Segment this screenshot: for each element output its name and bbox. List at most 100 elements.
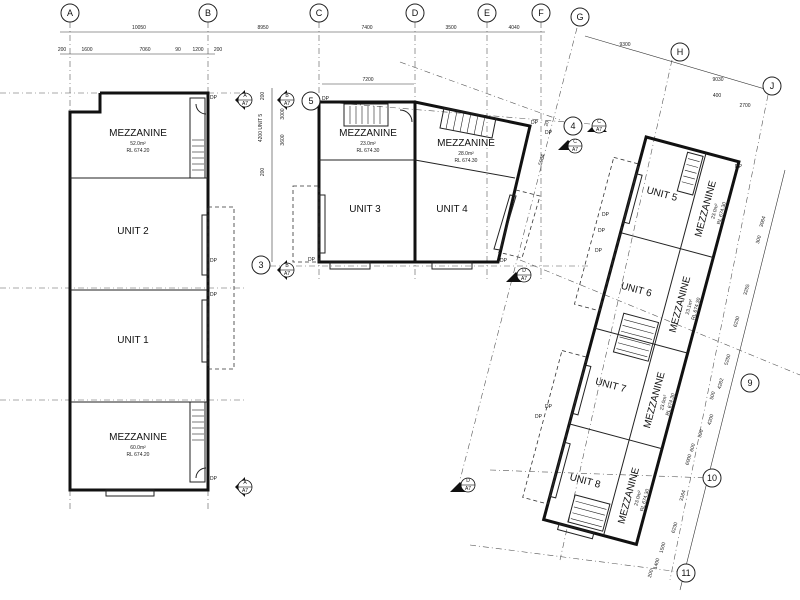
dim-label: 200 — [260, 168, 266, 177]
stair-bottom — [192, 409, 204, 441]
dim-label: 4262 — [717, 377, 726, 390]
dp-label: DP — [308, 257, 316, 263]
dim-label: 7400 — [361, 25, 372, 31]
room-area-mezzanine-unit-7: 23.0m² — [659, 394, 669, 411]
room-area-mezzanine-unit-4: 28.0m² — [458, 151, 474, 157]
svg-text:B: B — [285, 93, 289, 99]
dim-label: 500 — [709, 391, 717, 401]
svg-text:A7: A7 — [242, 488, 248, 494]
dim-label: 6230 — [733, 315, 742, 328]
dim-label: 20 — [543, 120, 550, 127]
dim-label: 9300 — [619, 42, 630, 48]
dim-label: 1500 — [659, 541, 668, 554]
dim-label: 4200 UNIT 5 — [258, 114, 264, 142]
room-title-unit-1: UNIT 1 — [117, 335, 149, 346]
building-middle: MEZZANINE 23.0m² RL 674.30 UNIT 3 MEZZAN… — [292, 96, 541, 270]
room-area-mezzanine-unit-6: 23.1m² — [685, 298, 695, 315]
svg-text:A7: A7 — [242, 101, 248, 107]
dim-label: 200 — [58, 47, 67, 53]
svg-text:A7: A7 — [521, 276, 527, 282]
dim-label: 200 — [260, 92, 266, 101]
grid-bubble-4: 4 — [570, 121, 575, 131]
grid-bubble-10: 10 — [707, 473, 717, 483]
room-title-unit-2: UNIT 2 — [117, 226, 149, 237]
svg-text:A7: A7 — [596, 127, 602, 133]
grid-bubble-3: 3 — [258, 260, 263, 270]
room-area-mezzanine-unit-3: 23.0m² — [360, 141, 376, 147]
room-title-mezzanine-unit-4: MEZZANINE — [437, 138, 495, 149]
grid-bubble-5: 5 — [308, 96, 313, 106]
room-title-unit-8: UNIT 8 — [568, 472, 602, 491]
svg-text:D: D — [466, 478, 470, 484]
room-rl-mezzanine-unit-3: RL 674.30 — [357, 148, 380, 154]
room-rl-mezzanine-unit-4: RL 674.30 — [455, 158, 478, 164]
section-marker-b-bottom: B A7 — [277, 260, 295, 280]
dp-label: DP — [210, 476, 218, 482]
stair-unit-3 — [349, 106, 381, 124]
room-rl-mezzanine-top: RL 674.20 — [127, 148, 150, 154]
dp-labels-right: DP DP DP DP DP DP DP — [535, 130, 743, 420]
dim-label: 600 — [689, 443, 697, 453]
dim-label: 1200 — [192, 47, 203, 53]
grid-bubble-f: F — [538, 8, 544, 18]
dim-label: 7060 — [139, 47, 150, 53]
room-area-mezzanine-bottom: 60.0m² — [130, 445, 146, 451]
section-marker-d-bottom: D A7 — [450, 477, 476, 493]
dim-label: 300 — [755, 235, 763, 245]
grid-bubble-9: 9 — [747, 378, 752, 388]
room-rl-mezzanine-unit-7: RL 674.30 — [665, 392, 677, 416]
svg-text:A7: A7 — [284, 101, 290, 107]
stair-unit-4 — [445, 108, 486, 137]
dim-label: 400 — [713, 93, 722, 99]
dp-label: DP — [210, 258, 218, 264]
section-marker-d-top: D A7 — [506, 267, 532, 283]
room-title-unit-7: UNIT 7 — [594, 376, 628, 395]
grid-bubble-j: J — [770, 81, 775, 91]
svg-text:A7: A7 — [465, 486, 471, 492]
dim-label: 2700 — [739, 103, 750, 109]
grid-bubble-d: D — [412, 8, 419, 18]
room-rl-mezzanine-unit-6: RL 674.30 — [691, 297, 703, 321]
stair-top — [192, 139, 204, 171]
room-title-unit-6: UNIT 6 — [620, 281, 654, 300]
svg-text:DP: DP — [545, 130, 553, 136]
svg-text:A7: A7 — [572, 147, 578, 153]
dim-label: 3064 — [759, 215, 768, 228]
grid-bubbles: A B C D E F G H J 3 4 5 9 10 11 — [60, 3, 782, 583]
dim-label: 4040 — [508, 25, 519, 31]
dim-label: 3000 — [280, 108, 286, 119]
grid-bubble-g: G — [576, 12, 583, 22]
svg-text:D: D — [522, 268, 526, 274]
dim-label: 1600 — [81, 47, 92, 53]
stair-unit-8 — [570, 500, 607, 528]
room-title-mezzanine-bottom: MEZZANINE — [109, 432, 167, 443]
building-left: MEZZANINE 52.0m² RL 674.20 UNIT 2 UNIT 1… — [68, 91, 235, 497]
svg-text:DP: DP — [535, 414, 543, 420]
grid-bubble-a: A — [67, 8, 73, 18]
stair-unit-5 — [681, 158, 700, 186]
dim-label: 3255 — [743, 283, 752, 296]
dim-label: 3600 — [280, 134, 286, 145]
grid-bubble-e: E — [484, 8, 490, 18]
dim-label: 4200 — [707, 413, 716, 426]
room-rl-mezzanine-unit-5: RL 674.30 — [716, 201, 728, 225]
dp-label: DP — [210, 95, 218, 101]
svg-text:B: B — [285, 263, 289, 269]
room-title-mezzanine-unit-3: MEZZANINE — [339, 128, 397, 139]
dim-label: 7200 — [362, 77, 373, 83]
section-marker-a-bottom: A A7 — [235, 477, 253, 497]
dim-label: 5964 — [538, 153, 547, 166]
stair-unit-6-7 — [616, 319, 656, 358]
grid-bubble-b: B — [205, 8, 211, 18]
dim-label: 1400 — [653, 557, 662, 570]
svg-text:DP: DP — [598, 228, 606, 234]
dp-label: DP — [531, 120, 539, 126]
svg-text:A7: A7 — [284, 271, 290, 277]
dim-label: 6000 — [685, 453, 694, 466]
svg-text:DP: DP — [595, 248, 603, 254]
section-marker-c-bottom: C A7 — [558, 138, 583, 154]
room-area-mezzanine-unit-8: 23.0m² — [633, 490, 643, 507]
dim-label: 200 — [647, 569, 655, 579]
dim-label: 3500 — [445, 25, 456, 31]
